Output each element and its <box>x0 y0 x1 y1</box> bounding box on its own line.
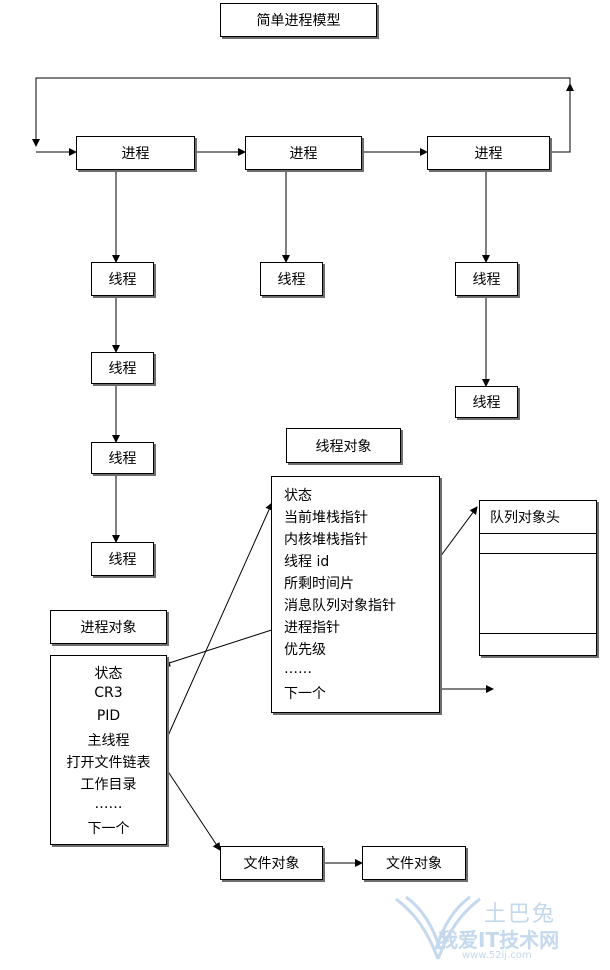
file-object-box: 文件对象 <box>220 846 323 880</box>
watermark-logo-text: 土巴兔 <box>484 902 557 927</box>
diagram-title: 简单进程模型 <box>220 3 377 37</box>
thread-field: 下一个 <box>284 686 326 702</box>
process-pointer-arrow <box>162 625 285 667</box>
open-files-arrow <box>166 769 221 851</box>
process-field: 下一个 <box>87 821 130 837</box>
process-field: CR3 <box>94 685 123 701</box>
wing-logo-icon <box>395 895 481 960</box>
thread-field: 消息队列对象指针 <box>284 598 396 614</box>
process-box: 进程 <box>427 136 550 170</box>
thread-field: 优先级 <box>284 642 326 658</box>
thread-box: 线程 <box>91 262 154 296</box>
thread-box: 线程 <box>91 442 154 474</box>
queue-row-divider <box>480 633 596 634</box>
process-box: 进程 <box>245 136 362 170</box>
thread-field: 进程指针 <box>284 620 340 636</box>
watermark-url: www.52ij.com <box>462 950 532 961</box>
queue-object-title: 队列对象头 <box>490 510 560 526</box>
thread-box: 线程 <box>91 542 154 576</box>
thread-object-title: 线程对象 <box>286 428 401 463</box>
thread-box: 线程 <box>455 262 518 296</box>
process-field: 主线程 <box>87 733 130 749</box>
process-object-title: 进程对象 <box>50 610 167 644</box>
process-field: 工作目录 <box>80 777 137 793</box>
main-thread-arrow <box>166 502 273 739</box>
queue-object-panel: 队列对象头 <box>479 500 597 656</box>
thread-field: 所剩时间片 <box>284 576 354 592</box>
file-object-box: 文件对象 <box>362 846 466 880</box>
process-field: 打开文件链表 <box>66 755 151 771</box>
watermark-site-name: 我爱IT技术网 <box>438 928 560 952</box>
thread-field: 内核堆栈指针 <box>284 532 368 548</box>
process-box: 进程 <box>76 136 195 170</box>
queue-row-divider <box>480 533 596 534</box>
process-object-panel: 状态 CR3 PID 主线程 打开文件链表 工作目录 …… 下一个 <box>50 655 167 845</box>
loop-return-arrow <box>550 83 574 153</box>
thread-field: …… <box>284 661 312 677</box>
thread-field: 线程 id <box>284 554 330 570</box>
process-field: 状态 <box>94 666 123 682</box>
thread-box: 线程 <box>91 352 154 384</box>
queue-row-divider <box>480 553 596 554</box>
process-field: …… <box>94 796 123 812</box>
thread-field: 状态 <box>284 488 312 504</box>
thread-object-panel: 状态 当前堆栈指针 内核堆栈指针 线程 id 所剩时间片 消息队列对象指针 进程… <box>271 476 440 713</box>
process-field: PID <box>96 708 121 724</box>
thread-field: 当前堆栈指针 <box>284 510 368 526</box>
thread-box: 线程 <box>260 262 323 296</box>
thread-box: 线程 <box>455 386 518 418</box>
